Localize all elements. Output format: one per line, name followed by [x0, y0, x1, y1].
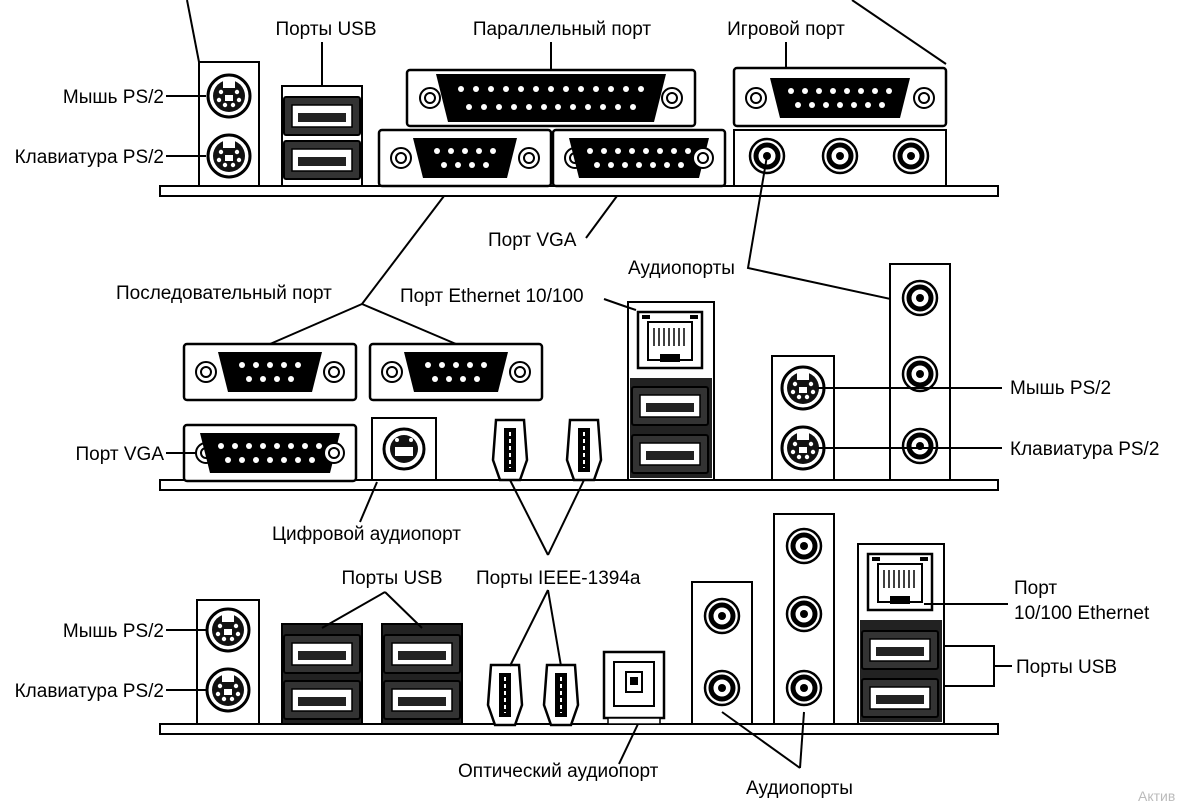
middle-panel — [159, 263, 999, 491]
label-mid-keyboard-ps2: Клавиатура PS/2 — [1010, 439, 1159, 460]
ethernet-usb-block-mid — [627, 301, 715, 481]
vga-port-connector-mid — [182, 423, 358, 483]
bottom-ps2-block — [196, 599, 260, 725]
bottom-panel — [159, 513, 999, 735]
vga-port-connector-top — [551, 128, 727, 188]
label-parallel-port: Параллельный порт — [473, 19, 651, 40]
labels: Мышь PS/2 Клавиатура PS/2 Порты USB Пара… — [15, 19, 1176, 803]
label-serial-port: Последовательный порт — [116, 283, 332, 304]
ethernet-usb-block-bottom — [857, 543, 945, 725]
mid-ps2-block — [771, 355, 835, 481]
label-ethernet-mid: Порт Ethernet 10/100 — [400, 286, 584, 307]
top-ps2-block — [198, 61, 260, 187]
middle-leader-lines — [166, 195, 1002, 556]
serial-port-connector-mid-2 — [368, 342, 544, 402]
label-usb-right: Порты USB — [1016, 657, 1117, 678]
label-digital-audio: Цифровой аудиопорт — [272, 524, 461, 545]
bottom-usb-block-2 — [381, 623, 463, 725]
serial-port-connector-mid-1 — [182, 342, 358, 402]
optical-audio-port — [602, 650, 666, 725]
label-bottom-mouse-ps2: Мышь PS/2 — [63, 621, 164, 642]
bottom-audio-jacks-1 — [691, 581, 753, 725]
label-top-usb: Порты USB — [275, 19, 376, 40]
top-leader-lines — [166, 0, 947, 301]
label-audio-bottom: Аудиопорты — [746, 778, 853, 799]
label-top-mouse-ps2: Мышь PS/2 — [63, 87, 164, 108]
serial-port-connector-top — [377, 128, 553, 188]
top-audio-jacks — [733, 129, 947, 187]
label-bottom-usb: Порты USB — [341, 568, 442, 589]
bottom-audio-jacks-2 — [773, 513, 835, 725]
label-vga-top: Порт VGA — [488, 230, 577, 251]
ieee1394-ports-mid — [491, 418, 603, 482]
label-ethernet-bottom-line1: Порт — [1014, 578, 1057, 599]
label-game-port: Игровой порт — [727, 19, 845, 40]
label-ieee1394: Порты IEEE-1394a — [476, 568, 641, 589]
label-mid-mouse-ps2: Мышь PS/2 — [1010, 378, 1111, 399]
mid-audio-jacks — [889, 263, 951, 481]
bottom-usb-block-1 — [281, 623, 363, 725]
parallel-port-connector — [405, 68, 697, 128]
top-panel — [159, 61, 999, 197]
watermark: Актив — [1138, 788, 1175, 803]
label-bottom-keyboard-ps2: Клавиатура PS/2 — [15, 681, 164, 702]
label-top-keyboard-ps2: Клавиатура PS/2 — [15, 147, 164, 168]
game-port-connector — [732, 66, 948, 128]
label-audio-top: Аудиопорты — [628, 258, 735, 279]
ieee1394-ports-bottom — [486, 663, 580, 727]
digital-audio-port — [371, 417, 437, 481]
label-ethernet-bottom-line2: 10/100 Ethernet — [1014, 603, 1150, 624]
bottom-baseplate — [159, 723, 999, 735]
bottom-leader-lines — [166, 589, 1012, 769]
label-optical-audio: Оптический аудиопорт — [458, 761, 659, 782]
label-vga-mid: Порт VGA — [76, 444, 165, 465]
top-usb-block — [281, 85, 363, 187]
top-baseplate — [159, 185, 999, 197]
